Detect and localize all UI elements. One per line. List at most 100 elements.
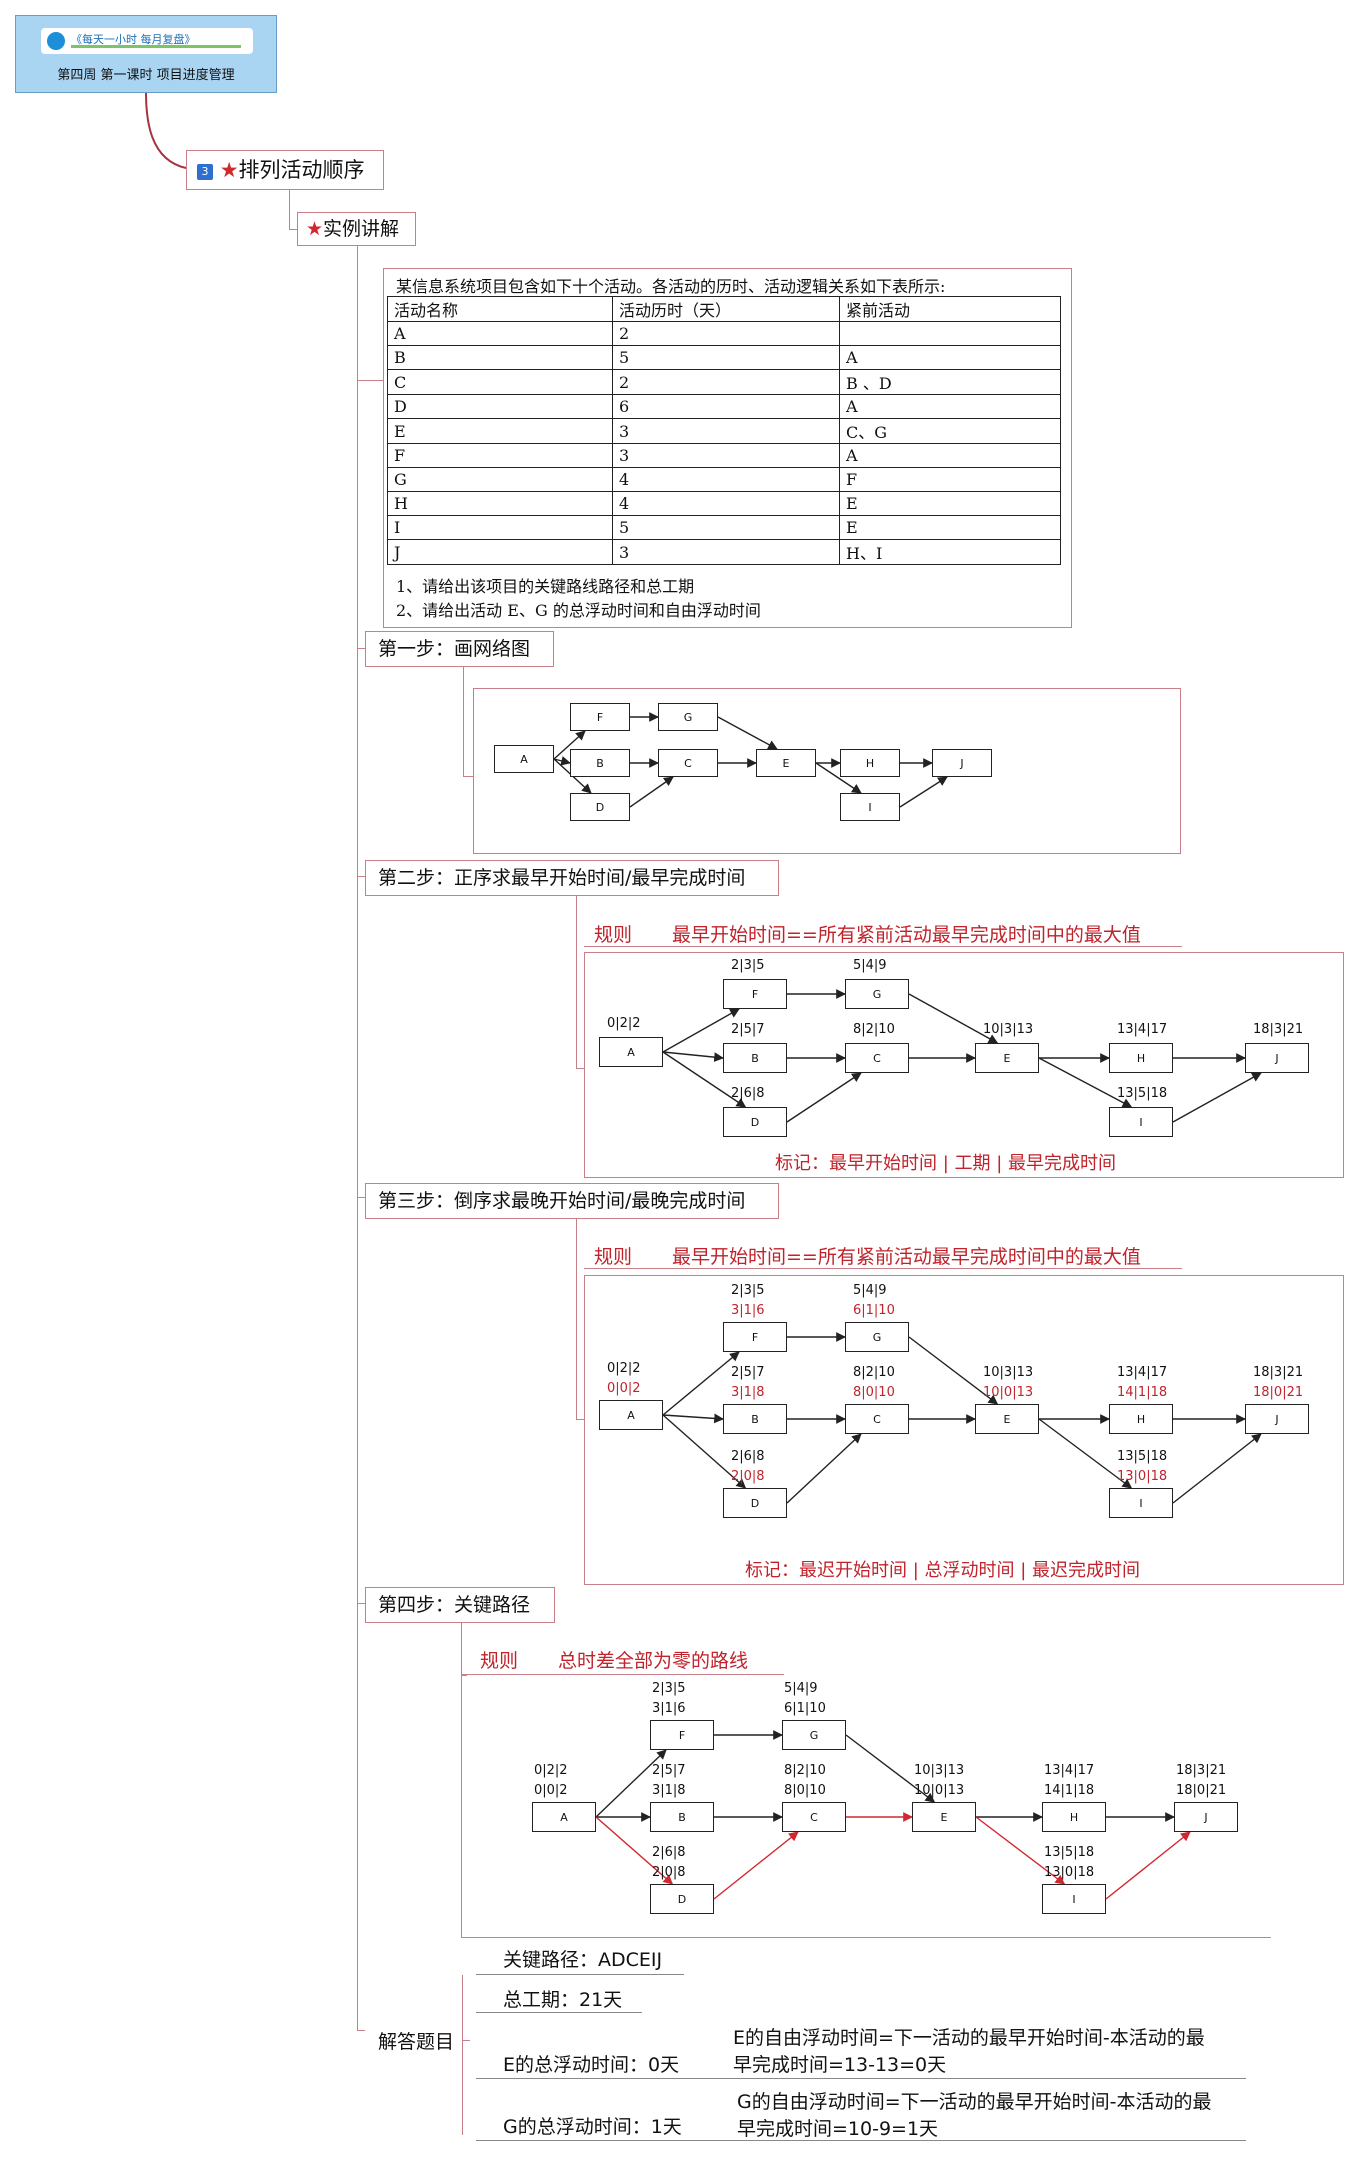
- early-label-c: 8|2|10: [853, 1022, 895, 1037]
- activity-node-b[interactable]: B: [650, 1802, 714, 1832]
- activity-node-i[interactable]: I: [840, 793, 900, 821]
- activity-node-a[interactable]: A: [532, 1802, 596, 1832]
- activity-node-d[interactable]: D: [723, 1107, 787, 1137]
- activity-node-a[interactable]: A: [599, 1037, 663, 1067]
- table-cell: E: [839, 491, 1061, 516]
- activity-node-c[interactable]: C: [845, 1043, 909, 1073]
- e-free-float-line-1: E的自由浮动时间=下一活动的最早开始时间-本活动的最: [733, 2027, 1205, 2049]
- activity-node-f[interactable]: F: [723, 979, 787, 1009]
- problem-intro: 某信息系统项目包含如下十个活动。各活动的历时、活动逻辑关系如下表所示:: [396, 277, 946, 296]
- table-cell: E: [839, 515, 1061, 540]
- arrow-a-f: [662, 1008, 740, 1053]
- late-label-b: 3|1|8: [652, 1783, 686, 1798]
- activity-node-c[interactable]: C: [658, 749, 718, 777]
- arrow-i-j: [1105, 1831, 1191, 1900]
- early-label-i: 13|5|18: [1117, 1086, 1168, 1101]
- activity-node-e[interactable]: E: [975, 1043, 1039, 1073]
- table-cell: 2: [612, 321, 840, 346]
- activity-node-g[interactable]: G: [658, 703, 718, 731]
- step-1[interactable]: 第一步：画网络图: [365, 631, 554, 667]
- arrow-d-c: [713, 1831, 799, 1900]
- activity-node-d[interactable]: D: [650, 1884, 714, 1914]
- activity-node-a[interactable]: A: [599, 1400, 663, 1430]
- table-cell: B 、D: [839, 369, 1061, 395]
- activity-node-h[interactable]: H: [1042, 1802, 1106, 1832]
- activity-node-h[interactable]: H: [1109, 1043, 1173, 1073]
- question-2: 2、请给出活动 E、G 的总浮动时间和自由浮动时间: [396, 601, 761, 620]
- answers-group[interactable]: 解答题目: [378, 2031, 455, 2053]
- rule-step-3: 规则最早开始时间==所有紧前活动最早完成时间中的最大值: [594, 1246, 1141, 1268]
- late-label-g: 6|1|10: [853, 1303, 895, 1318]
- table-cell: 5: [612, 345, 840, 370]
- activity-node-f[interactable]: F: [570, 703, 630, 731]
- step-3[interactable]: 第三步：倒序求最晚开始时间/最晚完成时间: [365, 1183, 779, 1219]
- g-free-float-line-2: 早完成时间=10-9=1天: [737, 2118, 939, 2140]
- table-cell: 2: [612, 369, 840, 395]
- activity-node-e[interactable]: E: [912, 1802, 976, 1832]
- activity-node-j[interactable]: J: [932, 749, 992, 777]
- early-label-j: 18|3|21: [1253, 1365, 1304, 1380]
- activity-node-f[interactable]: F: [723, 1322, 787, 1352]
- table-cell: [839, 321, 1061, 346]
- activity-node-c[interactable]: C: [845, 1404, 909, 1434]
- activity-node-b[interactable]: B: [723, 1404, 787, 1434]
- star-icon: ★: [306, 218, 324, 240]
- activity-node-f[interactable]: F: [650, 1720, 714, 1750]
- activity-node-h[interactable]: H: [840, 749, 900, 777]
- table-cell: A: [387, 321, 613, 346]
- activity-node-h[interactable]: H: [1109, 1404, 1173, 1434]
- early-label-a: 0|2|2: [607, 1016, 641, 1031]
- topic-example[interactable]: ★实例讲解: [297, 212, 416, 246]
- table-cell: H、I: [839, 539, 1061, 565]
- table-cell: J: [387, 539, 613, 565]
- table-cell: F: [839, 467, 1061, 492]
- table-header-row: 活动名称活动历时（天）紧前活动: [387, 296, 1061, 322]
- late-label-a: 0|0|2: [607, 1381, 641, 1396]
- activity-node-d[interactable]: D: [570, 793, 630, 821]
- problem-box: 某信息系统项目包含如下十个活动。各活动的历时、活动逻辑关系如下表所示: 活动名称…: [383, 268, 1072, 628]
- activity-node-b[interactable]: B: [570, 749, 630, 777]
- activity-node-i[interactable]: I: [1109, 1107, 1173, 1137]
- step-2[interactable]: 第二步：正序求最早开始时间/最早完成时间: [365, 860, 779, 896]
- arrow-e-i: [1038, 1418, 1133, 1489]
- early-label-h: 13|4|17: [1117, 1365, 1168, 1380]
- arrow-d-c: [629, 776, 674, 808]
- table-cell: I: [387, 515, 613, 540]
- root-title: 第四周 第一课时 项目进度管理: [57, 68, 235, 83]
- table-header-cell: 紧前活动: [839, 296, 1061, 322]
- activity-node-j[interactable]: J: [1245, 1404, 1309, 1434]
- g-total-float-answer: G的总浮动时间：1天: [503, 2116, 682, 2138]
- activity-node-j[interactable]: J: [1245, 1043, 1309, 1073]
- step-4[interactable]: 第四步：关键路径: [365, 1587, 555, 1623]
- activity-node-g[interactable]: G: [845, 1322, 909, 1352]
- activity-node-g[interactable]: G: [845, 979, 909, 1009]
- early-label-a: 0|2|2: [534, 1763, 568, 1778]
- late-label-i: 13|0|18: [1117, 1469, 1168, 1484]
- activity-node-i[interactable]: I: [1042, 1884, 1106, 1914]
- late-label-h: 14|1|18: [1044, 1783, 1095, 1798]
- activity-node-c[interactable]: C: [782, 1802, 846, 1832]
- root-node[interactable]: 《每天一小时 每月复盘》 第四周 第一课时 项目进度管理: [15, 15, 277, 93]
- activity-node-e[interactable]: E: [756, 749, 816, 777]
- arrow-a-d: [662, 1051, 747, 1108]
- activity-node-d[interactable]: D: [723, 1488, 787, 1518]
- activity-node-i[interactable]: I: [1109, 1488, 1173, 1518]
- late-label-f: 3|1|6: [652, 1701, 686, 1716]
- activity-node-g[interactable]: G: [782, 1720, 846, 1750]
- activity-node-e[interactable]: E: [975, 1404, 1039, 1434]
- activity-node-a[interactable]: A: [494, 745, 554, 773]
- table-cell: 3: [612, 443, 840, 468]
- topic-arrange-activities[interactable]: 3 ★排列活动顺序: [186, 150, 384, 190]
- activity-node-b[interactable]: B: [723, 1043, 787, 1073]
- activity-node-j[interactable]: J: [1174, 1802, 1238, 1832]
- arrow-a-b: [662, 1051, 724, 1062]
- table-cell: 3: [612, 539, 840, 565]
- early-label-j: 18|3|21: [1253, 1022, 1304, 1037]
- e-total-float-answer: E的总浮动时间：0天: [503, 2054, 680, 2076]
